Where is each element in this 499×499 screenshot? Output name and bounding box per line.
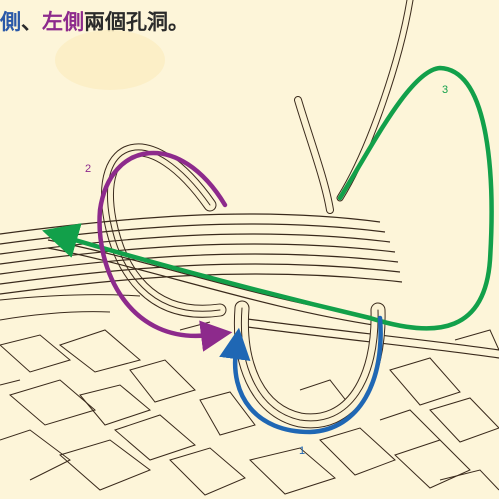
caption-right-side: 側 xyxy=(0,10,21,34)
u-strand xyxy=(233,300,386,429)
step3-label: 3 xyxy=(442,84,448,96)
caption-comma: 、 xyxy=(21,10,42,34)
caption-two-holes: 兩個孔洞。 xyxy=(84,10,189,34)
step1-label: 1 xyxy=(299,445,305,457)
step2-purple-arrow xyxy=(97,150,233,352)
basket-weave-pattern xyxy=(0,294,499,496)
caption-line: 側、左側兩個孔洞。 xyxy=(0,4,499,40)
step2-label: 2 xyxy=(85,163,91,175)
step3-green-arrow xyxy=(42,65,494,331)
caption-left-side: 左側 xyxy=(42,10,84,34)
step1-blue-arrow xyxy=(219,315,383,435)
loop-strand-left xyxy=(101,143,227,318)
